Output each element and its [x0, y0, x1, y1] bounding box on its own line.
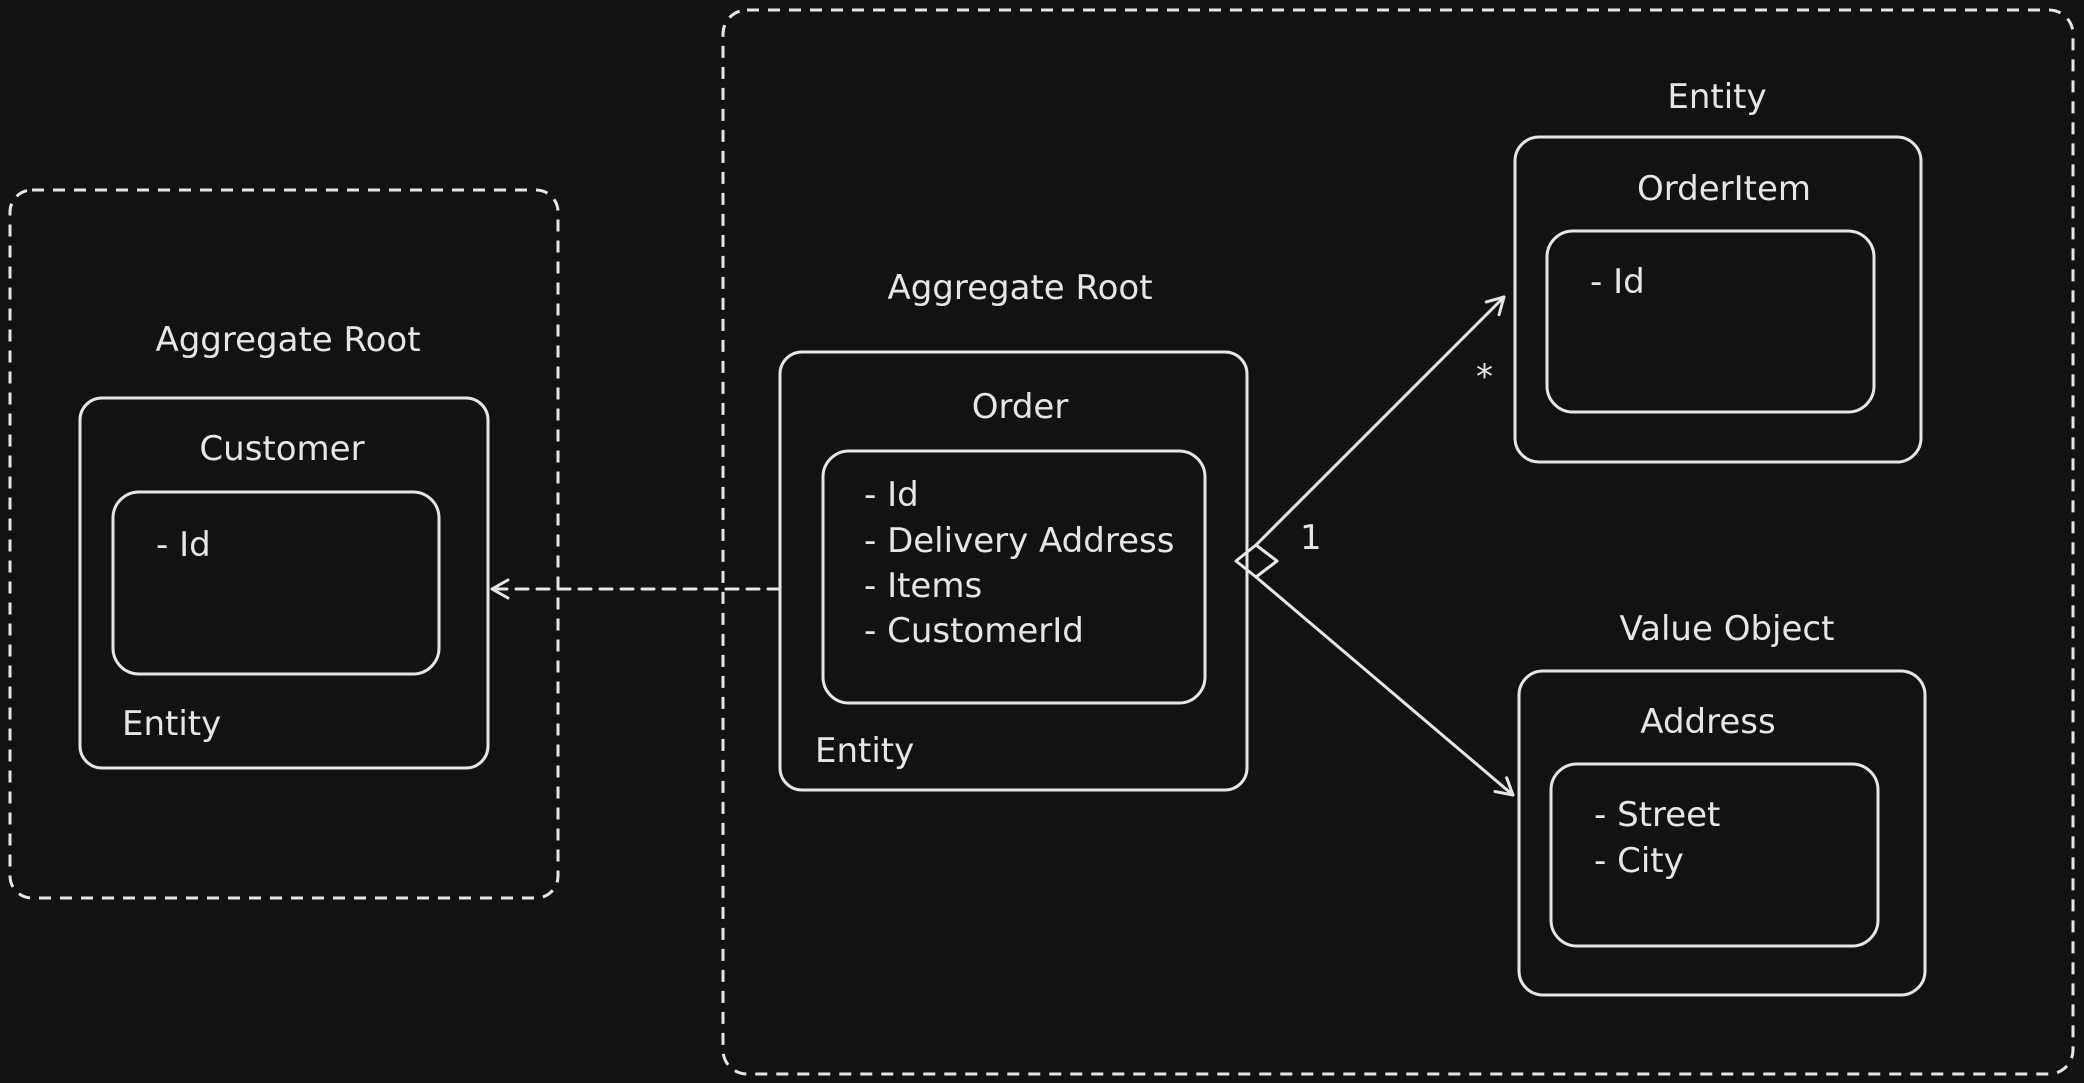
order-item-field-id: - Id	[1590, 262, 1645, 302]
customer-fields-box	[111, 490, 441, 676]
order-field-id: - Id	[864, 475, 919, 515]
order-field-items: - Items	[864, 566, 982, 606]
order-to-address-arrow	[1254, 575, 1515, 797]
customer-stereotype-label: Aggregate Root	[155, 320, 420, 360]
order-item-entity-box	[1513, 135, 1923, 464]
order-item-fields-box	[1545, 229, 1876, 414]
address-field-city: - City	[1594, 841, 1684, 881]
order-to-order-item-arrow	[1254, 295, 1506, 547]
customer-entity-box	[78, 396, 490, 770]
order-kind-label: Entity	[815, 731, 914, 771]
order-name-label: Order	[972, 387, 1069, 427]
customer-kind-label: Entity	[122, 704, 221, 744]
aggregation-diamond	[1234, 543, 1279, 579]
customer-name-label: Customer	[199, 429, 364, 469]
address-value-object-box	[1517, 669, 1927, 997]
order-field-delivery-address: - Delivery Address	[864, 521, 1174, 561]
order-item-name-label: OrderItem	[1637, 169, 1811, 209]
items-multiplicity-label: *	[1476, 357, 1493, 397]
address-stereotype-label: Value Object	[1620, 609, 1835, 649]
order-aggregate-boundary	[721, 8, 2075, 1076]
order-field-customer-id: - CustomerId	[864, 611, 1084, 651]
address-name-label: Address	[1640, 702, 1775, 742]
address-field-street: - Street	[1594, 795, 1720, 835]
customer-field-id: - Id	[156, 525, 211, 565]
aggregation-multiplicity-label: 1	[1300, 518, 1322, 558]
customer-aggregate-boundary	[8, 188, 560, 900]
order-fields-box	[821, 449, 1207, 705]
order-item-stereotype-label: Entity	[1667, 77, 1766, 117]
order-stereotype-label: Aggregate Root	[887, 268, 1152, 308]
address-fields-box	[1549, 762, 1880, 948]
